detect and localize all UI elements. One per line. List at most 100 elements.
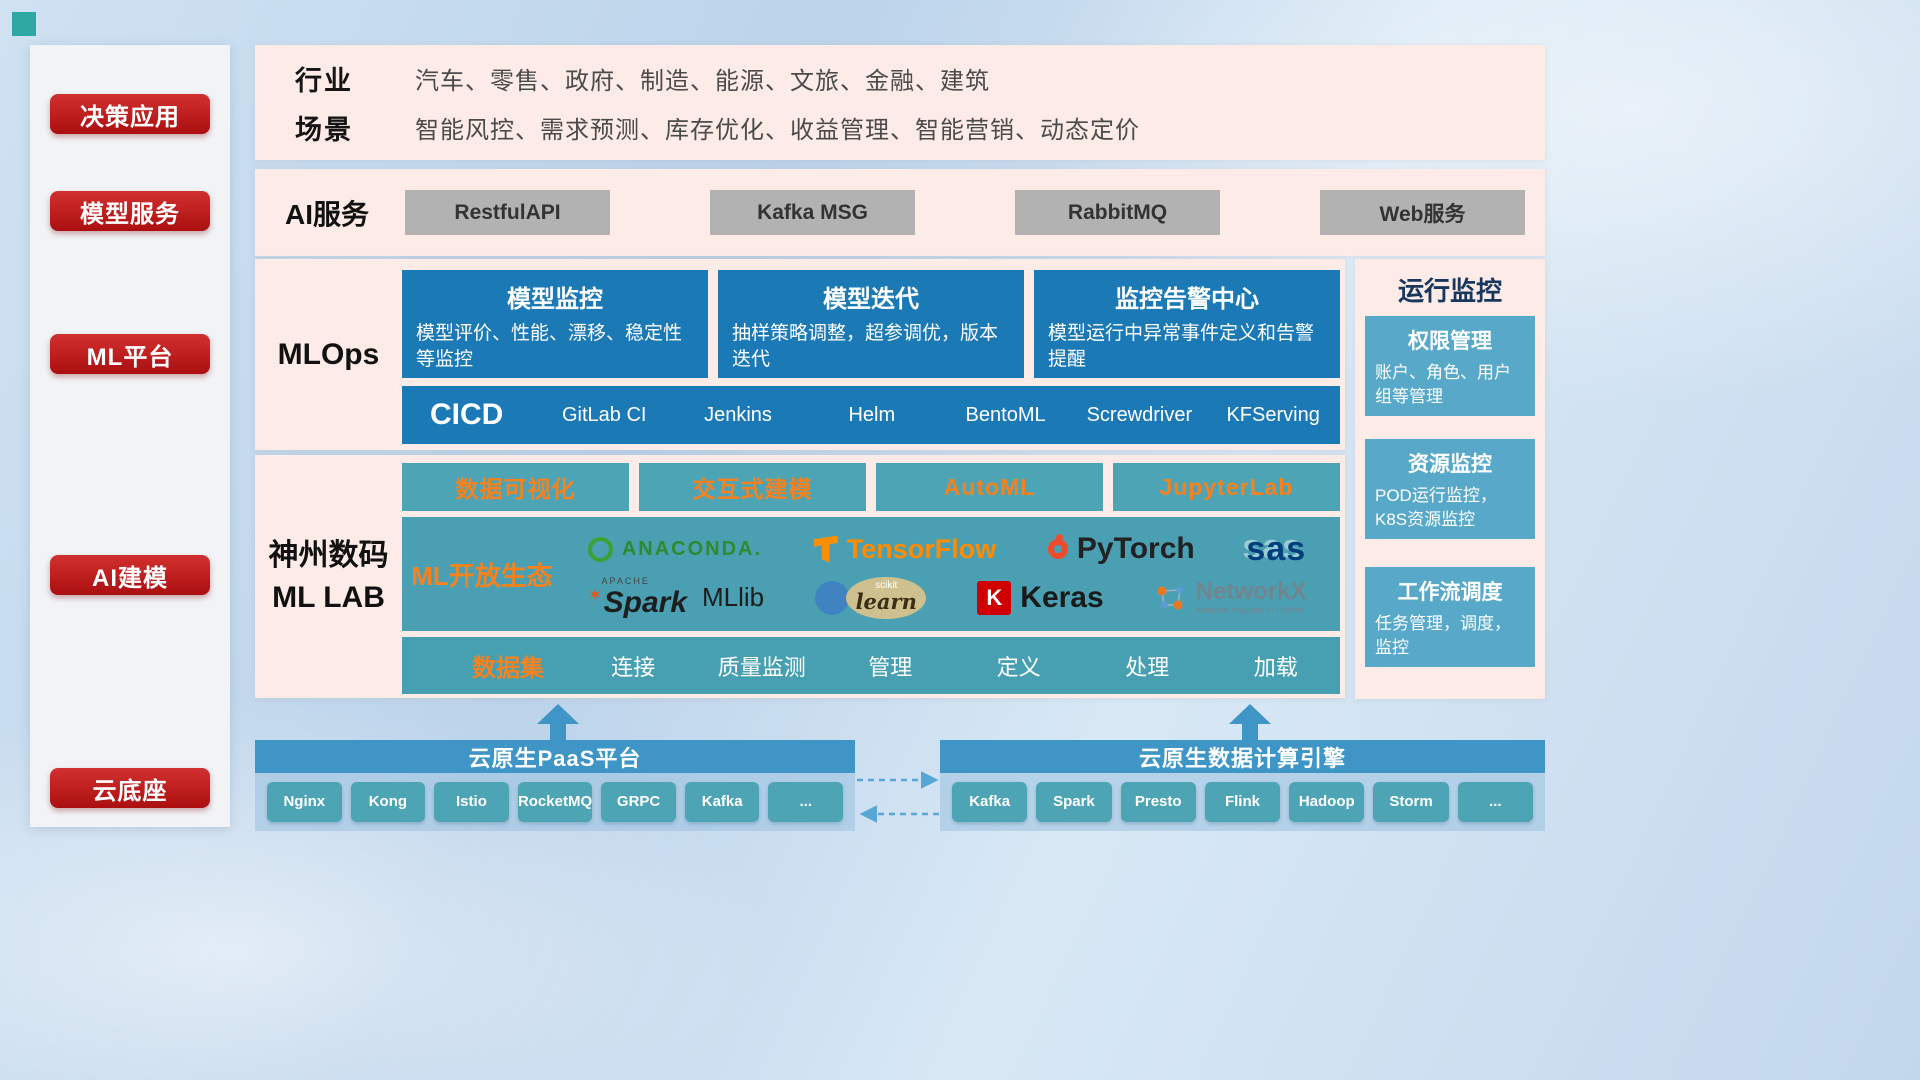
runtime-monitoring-title: 运行监控 [1397,276,1502,306]
model-monitoring-card: 模型监控 模型评价、性能、漂移、稳定性等监控 [402,270,708,378]
paas-up-arrow [537,704,579,740]
scene-label: 场景 [295,114,353,145]
dataset-manage[interactable]: 管理 [868,654,913,680]
industry-label: 行业 [295,65,353,96]
industry-scene-panel: 行业 汽车、零售、政府、制造、能源、文旅、金融、建筑 场景 智能风控、需求预测、… [255,45,1545,160]
sidebar-item-decision-apps[interactable]: 决策应用 [50,94,210,134]
card-desc: POD运行监控，K8S资源监控 [1375,486,1497,529]
chip-kafka[interactable]: Kafka [684,782,760,822]
restful-api-button[interactable]: RestfulAPI [405,190,610,235]
chip-kafka2[interactable]: Kafka [952,782,1028,822]
paas-chip-row: Nginx Kong Istio RocketMQ GRPC Kafka ... [255,773,855,831]
ml-lab-label-line2: ML LAB [272,580,385,614]
tensorflow-icon [813,535,838,563]
exchange-arrows-icon [857,771,939,823]
ml-lab-label: 神州数码 ML LAB [255,455,402,698]
dataset-define[interactable]: 定义 [996,654,1041,680]
corner-decoration [12,12,36,36]
cicd-gitlab-ci[interactable]: GitLab CI [561,404,647,426]
tensorflow-wordmark: TensorFlow [846,533,997,564]
card-desc: 模型评价、性能、漂移、稳定性等监控 [416,323,683,370]
chip-more[interactable]: ... [768,782,844,822]
networkx-subtitle: Network Analysis in Python [1195,604,1305,615]
card-title: 权限管理 [1408,330,1492,353]
rabbitmq-button[interactable]: RabbitMQ [1015,190,1220,235]
jupyterlab-button[interactable]: JupyterLab [1113,463,1340,511]
paas-section: 云原生PaaS平台 Nginx Kong Istio RocketMQ GRPC… [255,740,855,831]
sas-logo: sas [1246,530,1306,569]
logo-row-1: ANACONDA. TensorFlow PyTorch sas [562,530,1332,569]
card-desc: 模型运行中异常事件定义和告警提醒 [1048,323,1315,370]
cicd-screwdriver[interactable]: Screwdriver [1086,404,1193,426]
web-service-button[interactable]: Web服务 [1320,190,1525,235]
card-title: 资源监控 [1408,453,1492,476]
mlops-cards: 模型监控 模型评价、性能、漂移、稳定性等监控 模型迭代 抽样策略调整，超参调优，… [402,270,1340,378]
chip-more2[interactable]: ... [1457,782,1533,822]
chip-nginx[interactable]: Nginx [267,782,342,822]
ai-service-panel: AI服务 RestfulAPI Kafka MSG RabbitMQ Web服务 [255,169,1545,256]
keras-logo: K Keras [977,580,1104,615]
interactive-modeling-button[interactable]: 交互式建模 [639,463,866,511]
left-category-panel: 决策应用 模型服务 ML平台 AI建模 云底座 [30,45,230,827]
chip-rocketmq[interactable]: RocketMQ [517,782,593,822]
pytorch-wordmark: PyTorch [1076,532,1195,565]
data-visualization-button[interactable]: 数据可视化 [402,463,629,511]
keras-icon: K [977,580,1012,615]
alert-center-card: 监控告警中心 模型运行中异常事件定义和告警提醒 [1034,270,1340,378]
dataset-load[interactable]: 加载 [1253,654,1298,680]
mlops-panel: MLOps 模型监控 模型评价、性能、漂移、稳定性等监控 模型迭代 抽样策略调整… [255,259,1345,450]
dataset-bar: 数据集 连接 质量监测 管理 定义 处理 加载 [402,637,1340,694]
ml-lab-panel: 神州数码 ML LAB 数据可视化 交互式建模 AutoML JupyterLa… [255,455,1345,698]
dataset-connect[interactable]: 连接 [611,654,656,680]
cicd-kfserving[interactable]: KFServing [1226,404,1320,426]
spark-name: Spark [603,586,688,619]
chip-storm[interactable]: Storm [1373,782,1449,822]
sidebar-item-model-service[interactable]: 模型服务 [50,191,210,231]
scikit-learn-logo: scikit learn [815,576,927,619]
tensorflow-logo: TensorFlow [813,533,997,565]
ml-lab-label-line1: 神州数码 [268,538,389,572]
logo-row-2: APACHE ✶Spark MLlib scikit learn K [562,576,1332,619]
pytorch-icon [1047,534,1068,559]
card-desc: 任务管理，调度，监控 [1375,614,1511,657]
chip-flink[interactable]: Flink [1204,782,1281,822]
card-desc: 抽样策略调整，超参调优，版本迭代 [732,323,999,370]
sas-wordmark: sas [1246,529,1307,568]
spark-wordmark: APACHE ✶Spark [588,577,687,618]
keras-wordmark: Keras [1020,580,1104,614]
dataset-quality[interactable]: 质量监测 [717,654,806,680]
cicd-bentoml[interactable]: BentoML [965,404,1046,426]
pytorch-logo: PyTorch [1047,532,1195,566]
cicd-jenkins[interactable]: Jenkins [704,404,772,426]
card-title: 模型监控 [507,286,603,313]
chip-kong[interactable]: Kong [350,782,426,822]
card-desc: 账户、角色、用户组等管理 [1375,363,1511,406]
networkx-wordmark: NetworkX [1195,578,1307,606]
ml-ecosystem-label: ML开放生态 [411,560,553,591]
automl-button[interactable]: AutoML [876,463,1103,511]
spark-apache-label: APACHE [601,576,650,586]
sidebar-item-cloud-base[interactable]: 云底座 [50,768,210,808]
sidebar-item-ml-platform[interactable]: ML平台 [50,334,210,374]
card-title: 监控告警中心 [1115,286,1259,313]
chip-grpc[interactable]: GRPC [601,782,676,822]
scikit-learn-icon [815,580,850,615]
dataset-process[interactable]: 处理 [1125,654,1170,680]
sidebar-item-ai-modeling[interactable]: AI建模 [50,555,210,595]
ai-service-label: AI服务 [285,198,370,230]
ml-ecosystem-bar: ML开放生态 ANACONDA. TensorFlow PyTorch [402,517,1340,631]
chip-spark[interactable]: Spark [1036,782,1112,822]
runtime-monitoring-panel: 运行监控 权限管理 账户、角色、用户组等管理 资源监控 POD运行监控，K8S资… [1355,259,1545,699]
card-title: 工作流调度 [1397,581,1503,604]
chip-istio[interactable]: Istio [434,782,509,822]
kafka-msg-button[interactable]: Kafka MSG [710,190,915,235]
data-engine-section: 云原生数据计算引擎 Kafka Spark Presto Flink Hadoo… [940,740,1545,831]
networkx-logo: NetworkX Network Analysis in Python [1155,578,1307,615]
chip-presto[interactable]: Presto [1120,782,1196,822]
data-engine-title: 云原生数据计算引擎 [940,740,1545,773]
chip-hadoop[interactable]: Hadoop [1289,782,1365,822]
learn-wordmark: learn [855,589,917,614]
cicd-helm[interactable]: Helm [848,404,896,426]
ml-lab-tools: 数据可视化 交互式建模 AutoML JupyterLab [402,463,1340,511]
ml-ecosystem-logos: ANACONDA. TensorFlow PyTorch sas [562,530,1340,619]
